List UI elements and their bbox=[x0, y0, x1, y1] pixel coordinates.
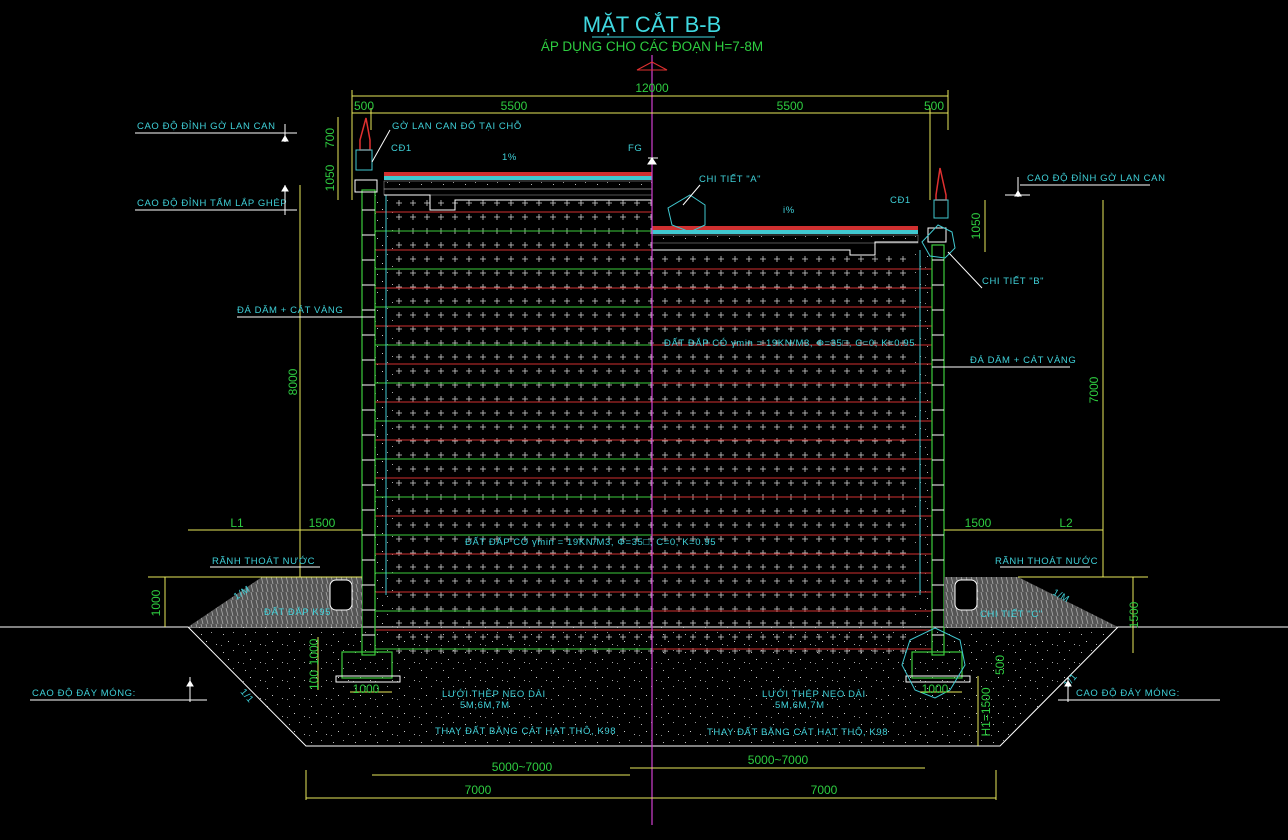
dim-right-wall: 7000 bbox=[1087, 376, 1101, 403]
footing-right bbox=[911, 651, 963, 679]
drawing-title: MẶT CẮT B-B bbox=[583, 12, 722, 37]
label-left-replacement: THAY ĐẤT BẰNG CÁT HẠT THÔ, K98 bbox=[435, 726, 616, 737]
elevation-markers bbox=[182, 124, 1083, 702]
detail-a-marker bbox=[667, 194, 706, 233]
label-left-panel-top: CAO ĐỘ ĐỈNH TẤM LẮP GHÉP bbox=[137, 197, 287, 209]
label-fill-upper: ĐẤT ĐẮP CÓ γmin = 19KN/M3, Φ=35□, C=0, K… bbox=[664, 338, 915, 349]
dim-right-berm: 1500 bbox=[965, 516, 992, 530]
k95-fill-left bbox=[188, 577, 362, 627]
label-right-drain-fill: ĐÁ DĂM + CÁT VÀNG bbox=[970, 355, 1076, 366]
centerline-marker-icon bbox=[636, 61, 668, 71]
dim-l2: L2 bbox=[1059, 516, 1073, 530]
label-detail-a: CHI TIẾT "A" bbox=[699, 174, 761, 185]
dim-right-footing-embed: 500 bbox=[993, 655, 1007, 675]
detail-c-marker bbox=[901, 627, 966, 699]
railing-right bbox=[927, 167, 949, 243]
label-railing-cast: GỜ LAN CAN ĐỔ TẠI CHỖ bbox=[392, 120, 522, 132]
wall-panel-left bbox=[361, 189, 376, 656]
label-left-geogrid: LƯỚI THÉP NEO DÀI bbox=[442, 689, 546, 700]
dimension-lines bbox=[148, 90, 1148, 800]
dim-left-wall: 8000 bbox=[286, 368, 300, 395]
dim-right-h1: H1=1500 bbox=[979, 687, 993, 736]
label-right-ditch: RÃNH THOÁT NƯỚC bbox=[995, 556, 1098, 567]
dim-right-slope-height: 1500 bbox=[1127, 601, 1141, 628]
wall-panel-right bbox=[931, 244, 945, 656]
dim-right-parapet: 1050 bbox=[969, 212, 983, 239]
dim-top-right-edge: 500 bbox=[924, 99, 944, 113]
drawing-subtitle: ÁP DỤNG CHO CÁC ĐOẠN H=7-8M bbox=[541, 39, 763, 54]
footing-left bbox=[341, 651, 393, 679]
fill-zone-left bbox=[392, 195, 652, 655]
k95-fill-right bbox=[944, 577, 1118, 627]
label-slope-right: i% bbox=[783, 205, 795, 216]
dim-left-parapet: 1050 bbox=[323, 164, 337, 191]
dim-bottom-left-reinf: 5000~7000 bbox=[492, 760, 553, 774]
label-right-geogrid-length: 5M,6M,7M bbox=[775, 700, 825, 711]
dim-top-total: 12000 bbox=[635, 81, 669, 95]
dim-top-left: 5500 bbox=[501, 99, 528, 113]
label-fill-lower: ĐẤT ĐẮP CÓ γmin = 19KN/M3, Φ=35□, C=0, K… bbox=[465, 537, 716, 548]
label-right-railing-top: CAO ĐỘ ĐỈNH GỜ LAN CAN bbox=[1027, 172, 1166, 184]
dim-left-railing: 700 bbox=[323, 128, 337, 148]
label-cd1-left: CĐ1 bbox=[391, 143, 412, 154]
label-detail-c: CHI TIẾT "C" bbox=[980, 609, 1043, 620]
footing-pad-left bbox=[335, 675, 401, 683]
label-left-ditch: RÃNH THOÁT NƯỚC bbox=[212, 556, 315, 567]
label-slope-left: 1% bbox=[502, 152, 517, 163]
geogrid-layers bbox=[375, 211, 932, 650]
label-left-foundation-level: CAO ĐỘ ĐÁY MÓNG: bbox=[32, 688, 136, 699]
label-right-foundation-level: CAO ĐỘ ĐÁY MÓNG: bbox=[1076, 688, 1180, 699]
label-left-drain-fill: ĐÁ DĂM + CÁT VÀNG bbox=[237, 305, 343, 316]
dim-bottom-right-total: 7000 bbox=[811, 783, 838, 797]
panel-joints bbox=[362, 209, 944, 636]
label-left-geogrid-length: 5M,6M,7M bbox=[460, 700, 510, 711]
dim-right-footing-width: 1000 bbox=[922, 682, 949, 696]
drain-zone-right bbox=[914, 250, 932, 655]
label-detail-b: CHI TIẾT "B" bbox=[982, 276, 1044, 287]
label-right-replacement: THAY ĐẤT BẰNG CÁT HẠT THÔ, K98 bbox=[707, 727, 888, 738]
label-fg: FG bbox=[628, 143, 642, 154]
dim-left-slope-height: 1000 bbox=[149, 589, 163, 616]
dim-left-footing-width: 1000 bbox=[353, 682, 380, 696]
fill-zone-right bbox=[652, 250, 914, 655]
railing-left bbox=[354, 117, 378, 193]
detail-b-marker bbox=[921, 224, 956, 259]
drain-zone-left bbox=[375, 195, 393, 655]
dim-left-footing-pad: 100 bbox=[307, 670, 321, 690]
drain-ditch-right bbox=[954, 579, 978, 611]
dim-left-berm: 1500 bbox=[309, 516, 336, 530]
label-left-k95: ĐẤT ĐẮP K95 bbox=[264, 607, 331, 618]
leader-lines bbox=[30, 129, 1220, 701]
dim-top-right: 5500 bbox=[777, 99, 804, 113]
label-right-geogrid: LƯỚI THÉP NEO DÀI bbox=[762, 689, 866, 700]
label-left-railing-top: CAO ĐỘ ĐỈNH GỜ LAN CAN bbox=[137, 120, 276, 132]
dim-left-footing-embed: 1000 bbox=[307, 638, 321, 665]
dim-l1: L1 bbox=[230, 516, 244, 530]
dim-bottom-left-total: 7000 bbox=[465, 783, 492, 797]
drain-ditch-left bbox=[329, 579, 353, 611]
footing-pad-right bbox=[905, 675, 971, 683]
dim-top-left-edge: 500 bbox=[354, 99, 374, 113]
label-cd1-right: CĐ1 bbox=[890, 195, 911, 206]
dim-bottom-right-reinf: 5000~7000 bbox=[748, 753, 809, 767]
